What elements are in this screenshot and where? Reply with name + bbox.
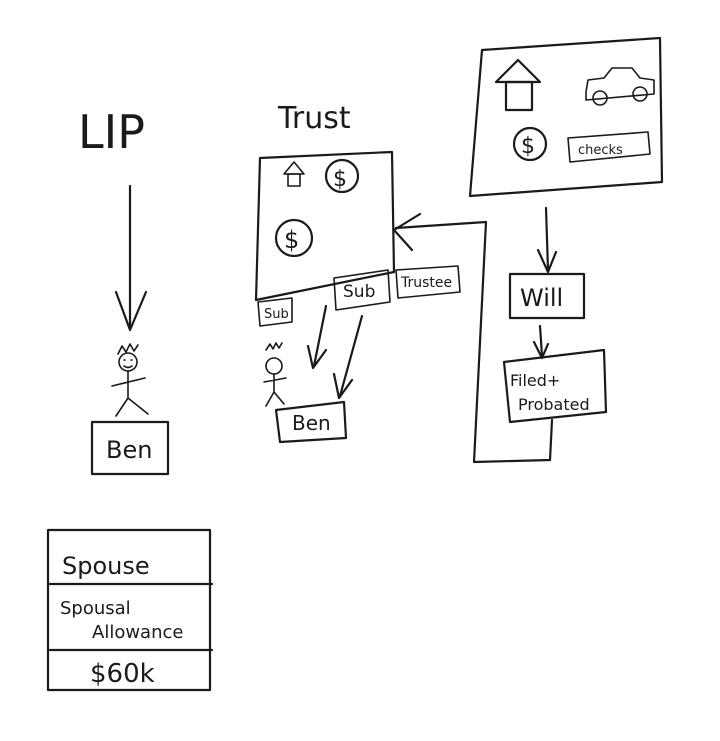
trust-sub-mid-label: Sub <box>343 282 375 302</box>
allowance-line2: Allowance <box>92 622 183 643</box>
estate-coin-icon: $ <box>512 126 548 162</box>
probated-label: Probated <box>518 395 590 414</box>
trust-to-ben-arrow-2 <box>332 314 364 400</box>
lip-ben-box <box>90 420 170 476</box>
trustee-tab <box>395 265 461 299</box>
lip-stick-figure <box>111 343 149 417</box>
filed-probated-box <box>502 348 608 424</box>
trustee-label: Trustee <box>400 275 452 291</box>
lip-ben-label: Ben <box>106 436 152 464</box>
will-label: Will <box>520 284 563 312</box>
estate-box <box>468 36 664 198</box>
trust-sub-mid-tab <box>333 269 391 311</box>
lip-title: LIP <box>78 105 145 159</box>
trust-stick-figure <box>263 342 287 407</box>
will-box <box>508 272 586 320</box>
trust-ben-box <box>274 400 348 444</box>
allowance-amount: $60k <box>90 659 155 689</box>
trust-sub-left-tab <box>257 297 293 327</box>
trust-house-icon <box>283 161 305 187</box>
trust-coin-icon-2: $ <box>274 218 314 258</box>
trust-title: Trust <box>277 101 351 136</box>
estate-car-icon <box>585 67 655 106</box>
lip-arrow <box>114 184 148 332</box>
checks-box <box>567 131 651 163</box>
trust-to-ben-arrow-1 <box>306 304 328 370</box>
spouse-table <box>46 528 212 692</box>
spouse-table-dividers <box>48 582 214 652</box>
estate-house-icon <box>494 58 542 112</box>
trust-sub-left-label: Sub <box>264 307 289 322</box>
will-to-probate-arrow <box>532 324 550 360</box>
svg-text:$: $ <box>521 134 535 159</box>
probate-to-trust-arrow <box>392 212 554 464</box>
trust-coin-icon-1: $ <box>324 158 360 194</box>
checks-label: checks <box>578 143 623 158</box>
trust-box <box>254 150 396 302</box>
spouse-label: Spouse <box>62 552 150 580</box>
trust-ben-label: Ben <box>292 411 331 435</box>
estate-to-will-arrow <box>536 206 558 274</box>
filed-label: Filed+ <box>510 371 560 390</box>
svg-text:$: $ <box>284 226 299 254</box>
allowance-line1: Spousal <box>60 598 131 619</box>
svg-text:$: $ <box>333 167 347 192</box>
